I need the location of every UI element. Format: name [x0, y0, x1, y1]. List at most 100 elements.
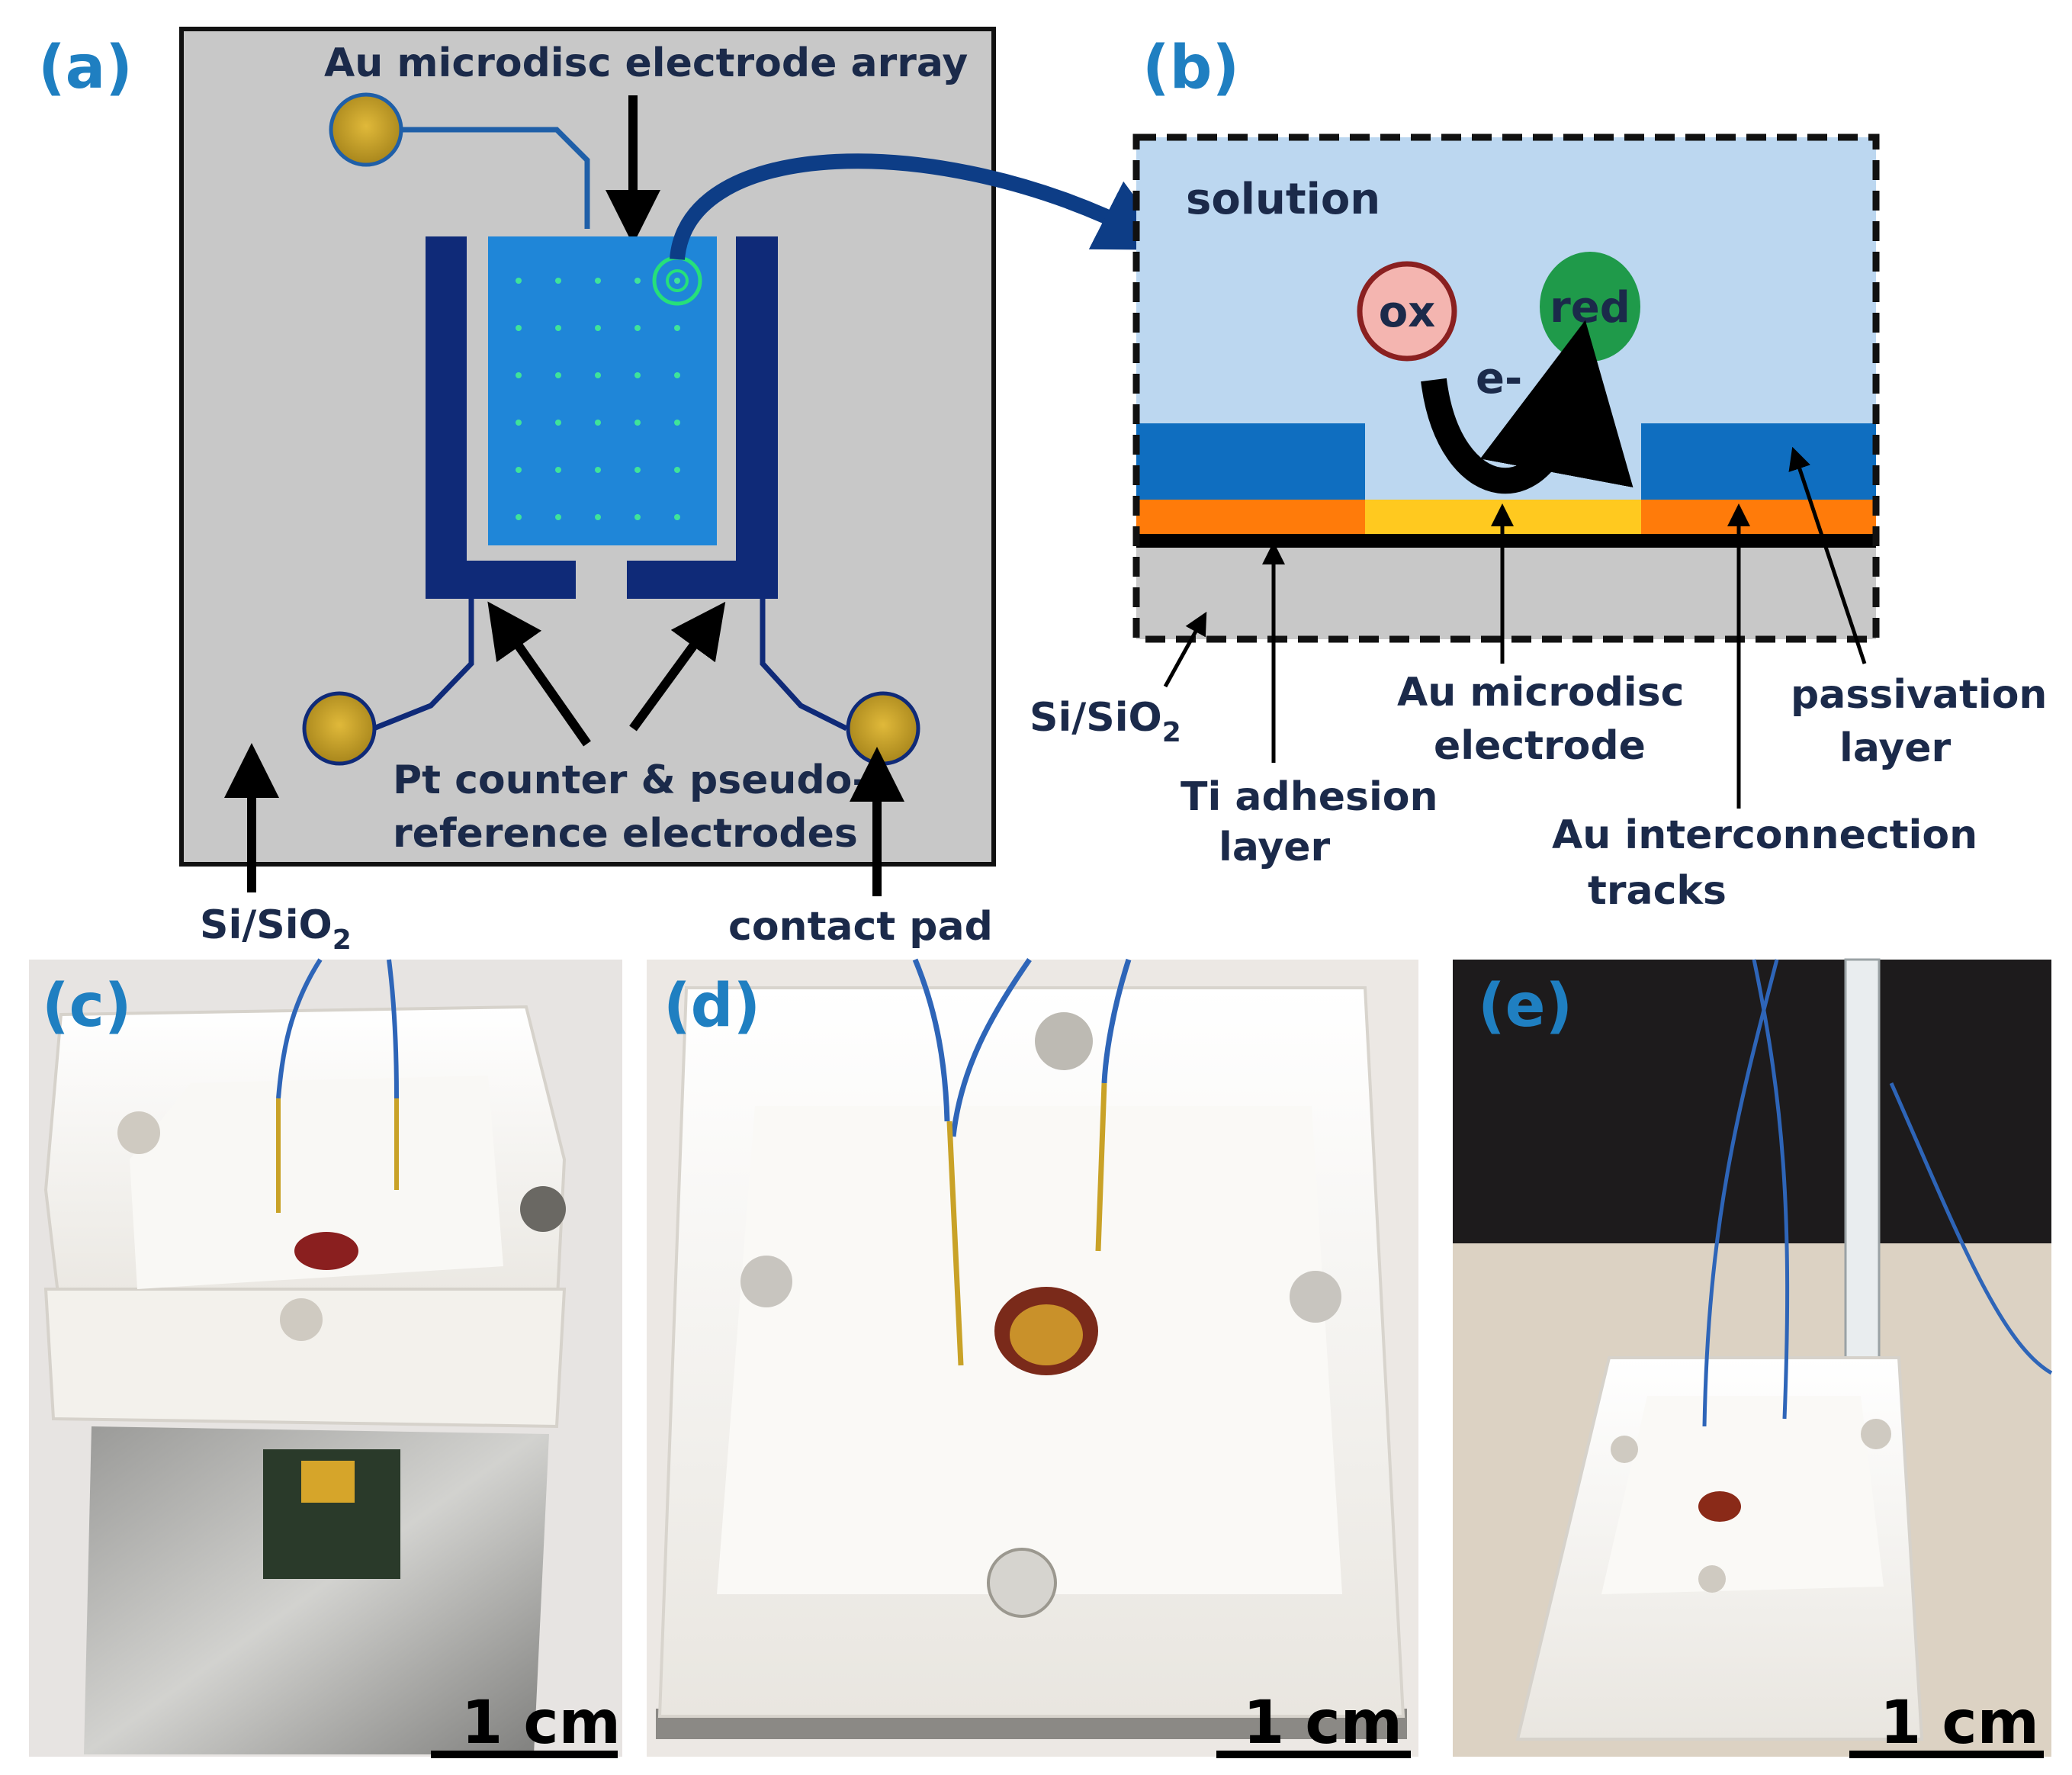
- trace-left: [372, 595, 474, 732]
- microdisc: [595, 514, 601, 520]
- contact-pad-label: contact pad: [728, 904, 993, 950]
- microdisc: [634, 514, 641, 520]
- pt-arrow-right: [629, 601, 726, 732]
- ox-species: [1357, 261, 1457, 362]
- microdisc: [555, 372, 561, 378]
- photo-c-wire-2: [387, 959, 399, 1099]
- photo-c-wire-1: [276, 958, 323, 1099]
- microdisc: [634, 278, 641, 284]
- contact-pad-right: [846, 691, 920, 766]
- microdisc: [516, 278, 522, 284]
- photo-c-metal-base: [84, 1426, 549, 1754]
- panel-d-label: (d): [663, 972, 760, 1040]
- panel-d-photo: (d) 1 cm: [647, 958, 1418, 1758]
- microdisc: [674, 278, 680, 284]
- photo-c-screw-hole-2: [520, 1186, 566, 1232]
- photo-e-wire-3: [1889, 1082, 2053, 1375]
- photo-c-chip-gold: [301, 1461, 355, 1503]
- substrate-arrow-b: [1163, 611, 1207, 688]
- substrate-label-a: Si/SiO2: [200, 902, 352, 956]
- pt-arrow-left: [487, 601, 591, 747]
- photo-d-wire-2: [950, 958, 1032, 1137]
- photo-c-holder-well: [130, 1076, 503, 1289]
- trace-right: [760, 595, 848, 732]
- microdisc: [555, 278, 561, 284]
- microdisc: [634, 467, 641, 473]
- microdisc: [516, 420, 522, 426]
- panel-e-photo: (e) 1 cm: [1453, 958, 2053, 1758]
- photo-c-holder-front: [43, 1288, 567, 1429]
- panel-a: (a) Au microdisc electrode array Pt coun…: [38, 27, 1174, 956]
- photo-d-screw-3: [1290, 1271, 1341, 1323]
- contact-pad-left: [302, 691, 377, 766]
- ti-adhesion-layer: [1136, 534, 1876, 548]
- passivation-label-line2: layer: [1839, 725, 1951, 771]
- microdisc: [595, 372, 601, 378]
- ti-label-line1: Ti adhesion: [1181, 774, 1438, 820]
- ti-label-line2: layer: [1219, 825, 1330, 870]
- pt-electrode-left: [426, 236, 576, 599]
- array-label: Au microdisc electrode array: [324, 40, 968, 86]
- microdisc: [516, 325, 522, 331]
- tracks-label-line2: tracks: [1588, 868, 1727, 914]
- substrate-label-b: Si/SiO2: [1030, 695, 1181, 748]
- microdisc: [595, 325, 601, 331]
- electron-label: e-: [1476, 354, 1522, 404]
- highlighted-disc-inner: [666, 269, 689, 292]
- photo-c-screw-hole-3: [280, 1298, 323, 1341]
- microdisc-dots: [516, 278, 680, 520]
- panel-b: (b) solution ox red e- Si/SiO2 Ti adhesi…: [1030, 34, 2047, 914]
- panel-e-label: (e): [1478, 972, 1572, 1040]
- microdisc: [555, 514, 561, 520]
- scale-label-e: 1 cm: [1880, 1689, 2039, 1757]
- panel-c-photo: (c) 1 cm: [29, 958, 622, 1758]
- au-disc-label-line1: Au microdisc: [1397, 670, 1684, 715]
- ox-label: ox: [1379, 288, 1436, 337]
- passivation-arrow: [1788, 446, 1867, 664]
- microdisc: [674, 372, 680, 378]
- photo-d-pin-2: [1095, 1082, 1107, 1252]
- microdisc: [674, 420, 680, 426]
- photo-d-pin-1: [946, 1121, 964, 1366]
- scale-label-c: 1 cm: [461, 1689, 621, 1757]
- au-disc-label-line2: electrode: [1434, 723, 1646, 769]
- photo-e-holder-well: [1601, 1396, 1884, 1594]
- microdisc: [674, 325, 680, 331]
- microdisc: [634, 372, 641, 378]
- contact-pad-top: [329, 92, 403, 167]
- microdisc: [555, 467, 561, 473]
- microdisc: [555, 420, 561, 426]
- microdisc: [595, 420, 601, 426]
- photo-e-dark-background: [1453, 960, 2051, 1249]
- microdisc: [595, 467, 601, 473]
- photo-d-screw-1: [1035, 1012, 1093, 1070]
- panel-b-label: (b): [1142, 34, 1239, 102]
- scale-label-d: 1 cm: [1243, 1689, 1402, 1757]
- photo-d-screw-2: [740, 1256, 792, 1307]
- au-track-right: [1641, 500, 1876, 534]
- microdisc: [634, 420, 641, 426]
- panel-a-label: (a): [38, 34, 133, 102]
- microdisc: [516, 467, 522, 473]
- pt-label-line1: Pt counter & pseudo-: [393, 757, 869, 803]
- microdisc: [516, 372, 522, 378]
- microdisc: [555, 325, 561, 331]
- zoom-frame: [1132, 133, 1880, 643]
- photo-d-wire-1: [912, 958, 950, 1122]
- photo-d-wire-3: [1101, 958, 1132, 1084]
- passivation-left: [1136, 423, 1365, 500]
- passivation-label-line1: passivation: [1791, 672, 2047, 718]
- microdisc: [516, 514, 522, 520]
- microdisc: [634, 325, 641, 331]
- pt-label-line2: reference electrodes: [393, 811, 858, 857]
- microdisc: [674, 467, 680, 473]
- photo-e-screw-3: [1698, 1565, 1726, 1593]
- microdisc: [595, 278, 601, 284]
- photo-c-screw-hole-1: [117, 1111, 160, 1154]
- photo-e-screw-1: [1611, 1436, 1638, 1463]
- photo-e-sample-hole: [1698, 1491, 1741, 1522]
- zoom-arrow: [670, 153, 1174, 260]
- passivation-right: [1641, 423, 1876, 500]
- microdisc-array: [488, 236, 717, 545]
